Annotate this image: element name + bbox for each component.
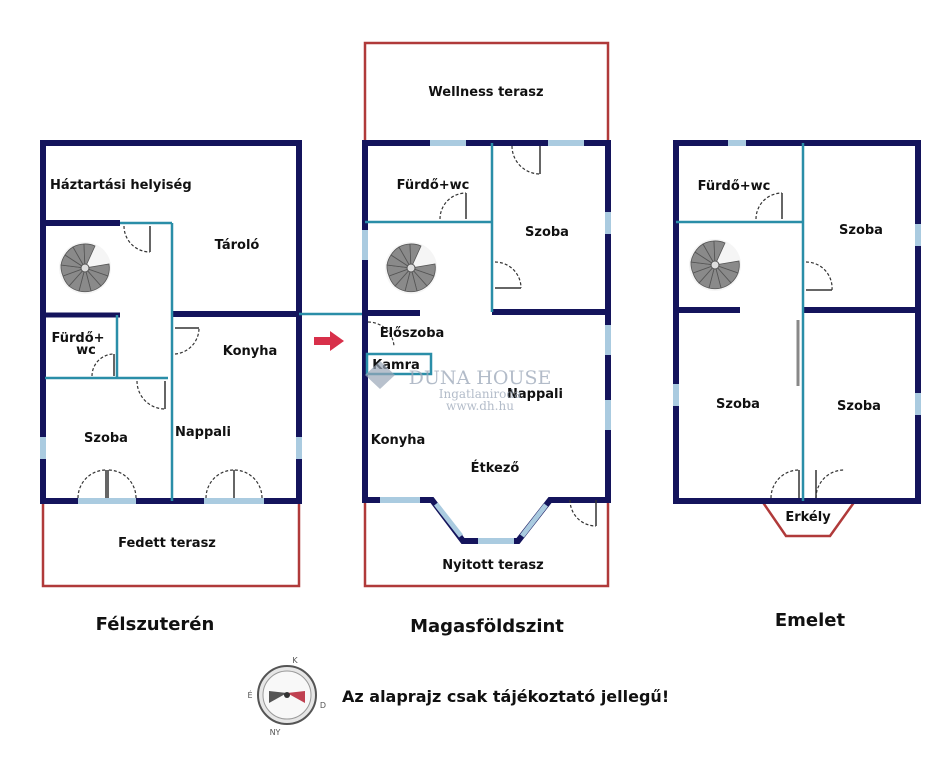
outer-walls (362, 140, 611, 544)
room-furdo-wc: Fürdő+wc (698, 179, 771, 194)
room-szoba-top: Szoba (839, 223, 883, 238)
room-haztartasi-helyiseg: Háztartási helyiség (50, 178, 192, 193)
room-konyha: Konyha (371, 433, 426, 448)
room-erkely: Erkély (785, 510, 831, 525)
compass-icon: É K D NY (247, 656, 326, 737)
room-nappali: Nappali (175, 425, 231, 440)
room-szoba-left: Szoba (716, 397, 760, 412)
room-szoba: Szoba (84, 431, 128, 446)
plan-title-felszuteren: Félszuterén (96, 614, 215, 635)
room-nappali: Nappali (507, 387, 563, 402)
watermark-url: www.dh.hu (446, 399, 514, 413)
plan-felszuteren: Háztartási helyiség Tároló Fürdő+ wc Kon… (40, 140, 302, 635)
room-furdo-wc-line2: wc (76, 343, 96, 358)
watermark-sub: Ingatlaniroda (439, 387, 521, 401)
watermark-logo: DUNA HOUSE Ingatlaniroda www.dh.hu (365, 361, 551, 413)
plan-emelet: Fürdő+wc Szoba Szoba Szoba Erkély Emelet (673, 140, 921, 631)
compass-e: K (292, 656, 298, 665)
room-wellness-terasz: Wellness terasz (428, 85, 543, 100)
compass-n: É (247, 689, 252, 700)
room-tarolo: Tároló (215, 238, 260, 253)
compass-s: D (320, 701, 326, 710)
disclaimer-text: Az alaprajz csak tájékoztató jellegű! (342, 687, 669, 706)
room-nyitott-terasz: Nyitott terasz (442, 558, 543, 573)
plan-title-emelet: Emelet (775, 610, 846, 631)
room-etkezo: Étkező (471, 460, 520, 476)
room-fedett-terasz: Fedett terasz (118, 536, 216, 551)
room-eloszoba: Előszoba (380, 326, 445, 341)
compass-w: NY (270, 728, 281, 737)
fedett-terasz-outline (41, 502, 301, 588)
entrance-arrow-icon (314, 331, 344, 351)
room-furdo-wc: Fürdő+wc (397, 178, 470, 193)
outer-walls (673, 140, 921, 504)
watermark-brand: DUNA HOUSE (409, 367, 552, 389)
room-furdo-wc-line1: Fürdő+ (51, 331, 104, 346)
plan-magasfoldszint: Wellness terasz Fürdő+wc Szoba Előszoba … (362, 41, 611, 637)
erkely-outline (760, 500, 857, 538)
room-szoba: Szoba (525, 225, 569, 240)
wellness-terasz-outline (363, 41, 610, 143)
room-konyha: Konyha (223, 344, 278, 359)
nyitott-terasz-outline (363, 502, 610, 588)
room-szoba-right: Szoba (837, 399, 881, 414)
plan-title-magasfoldszint: Magasföldszint (410, 616, 564, 637)
